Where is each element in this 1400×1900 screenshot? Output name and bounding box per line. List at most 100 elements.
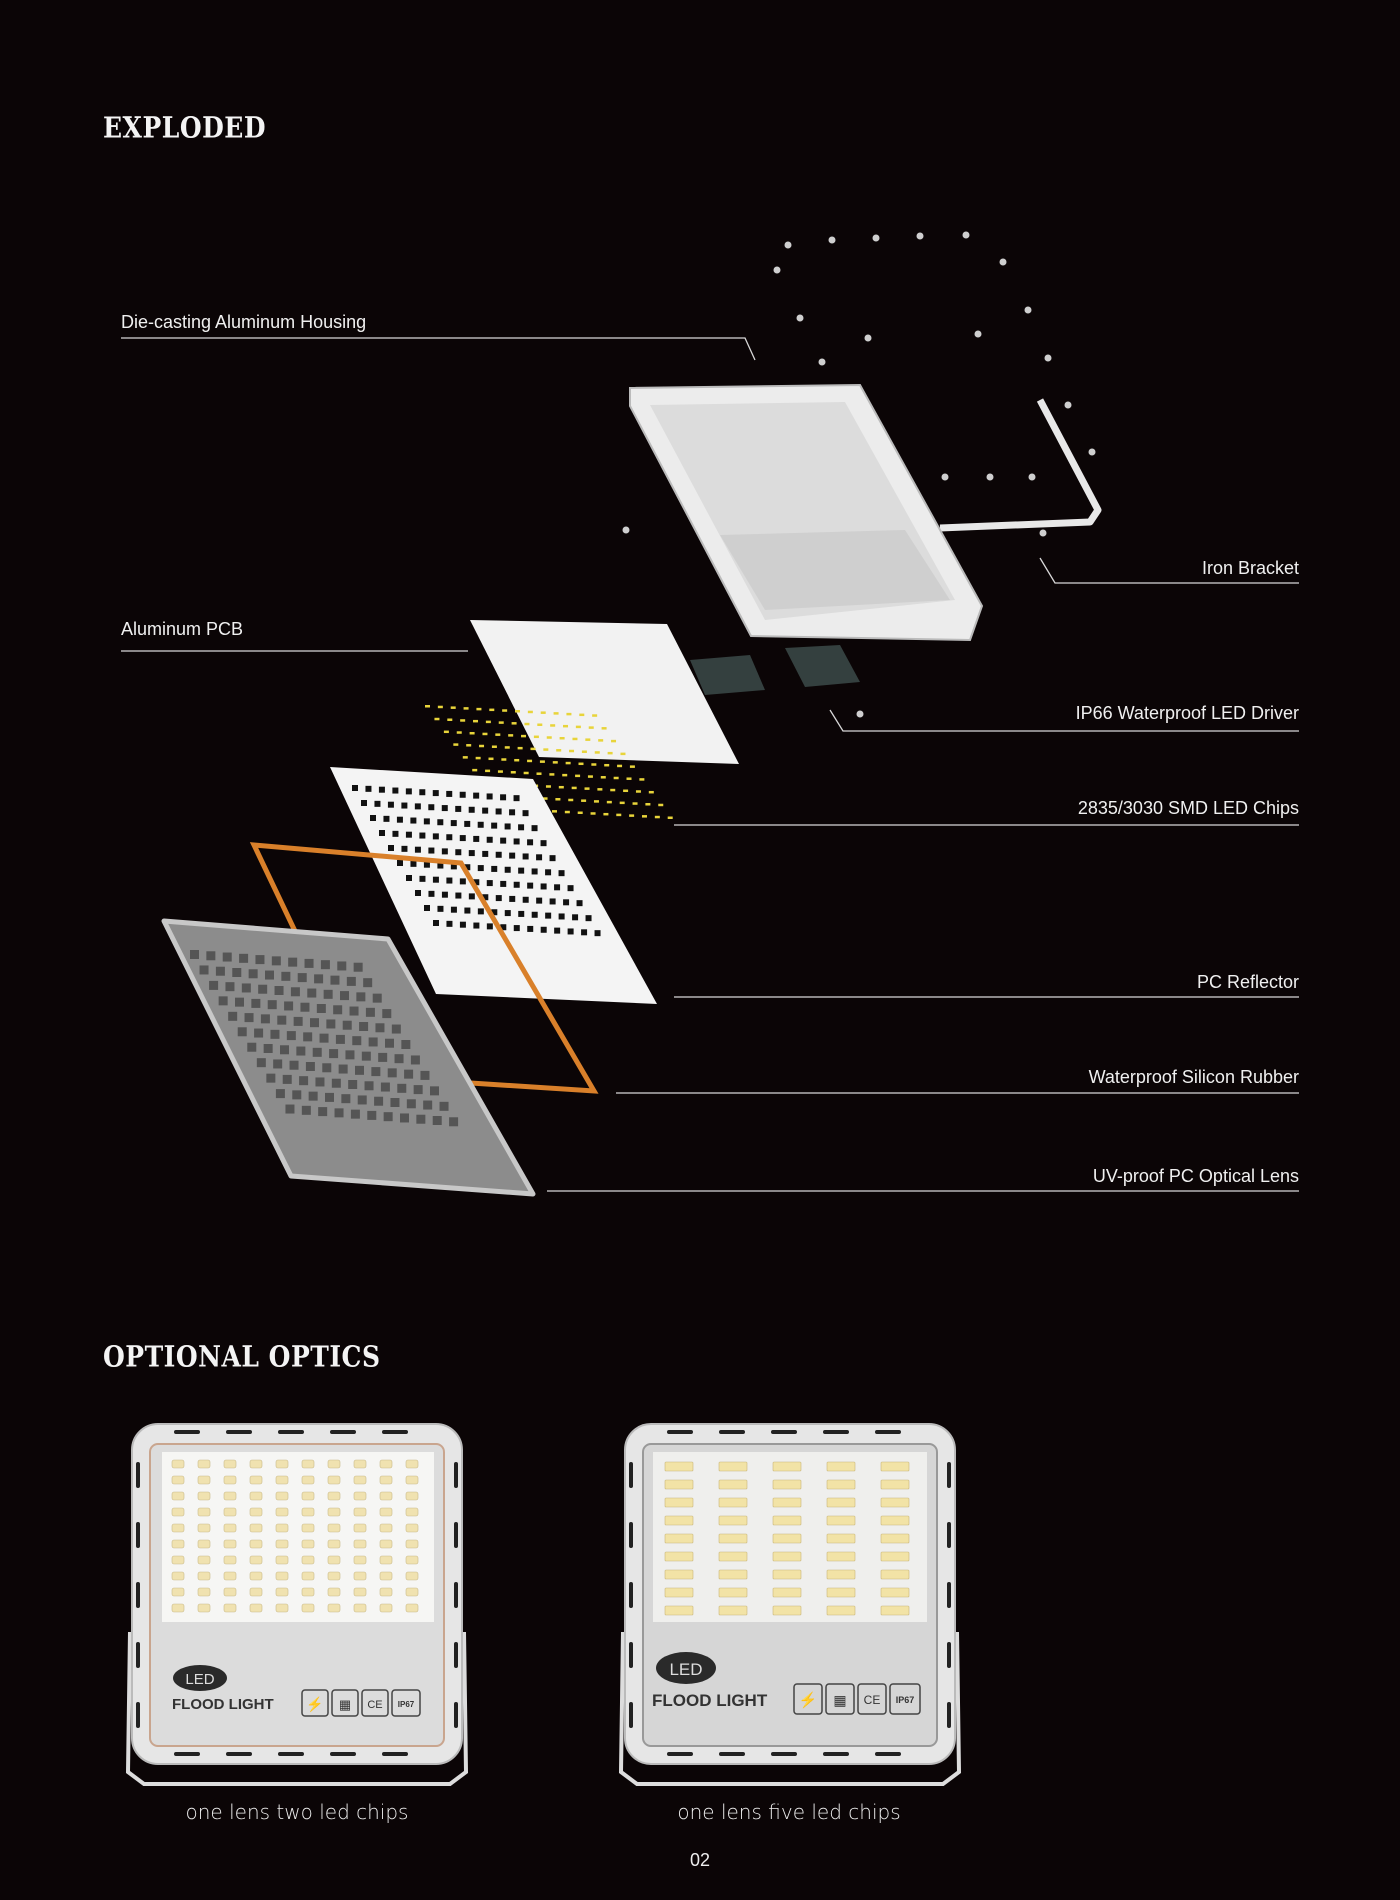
- lens-dome: [304, 958, 314, 968]
- led-chip: [249, 1539, 263, 1549]
- led-chip: [327, 1587, 341, 1597]
- lens-dome: [270, 1029, 280, 1039]
- led-strip: [718, 1533, 748, 1544]
- led-chip: [353, 1539, 367, 1549]
- reflector-hole: [446, 877, 453, 884]
- led-chip: [301, 1539, 315, 1549]
- lens-dome: [364, 1081, 374, 1091]
- reflector-hole: [540, 883, 547, 890]
- led-drivers: [690, 645, 860, 695]
- reflector-hole: [383, 815, 390, 822]
- led-chip: [327, 1539, 341, 1549]
- reflector-hole: [396, 816, 403, 823]
- lens-dome: [296, 1046, 306, 1056]
- led-chip: [275, 1555, 289, 1565]
- frame-slot: [771, 1430, 797, 1434]
- caption-two-chip: one lens two led chips: [185, 1800, 409, 1824]
- led-chip: [610, 788, 616, 792]
- led-chip: [575, 725, 581, 729]
- screw: [1044, 354, 1052, 362]
- lens-dome: [365, 1007, 375, 1017]
- led-chip: [301, 1603, 315, 1613]
- led-chip: [301, 1523, 315, 1533]
- screw: [818, 358, 826, 366]
- reflector-hole: [491, 865, 498, 872]
- reflector-hole: [410, 817, 417, 824]
- led-strip: [772, 1587, 802, 1598]
- led-chip: [590, 812, 596, 815]
- screw: [856, 710, 864, 718]
- led-chip: [405, 1571, 419, 1581]
- led-chip: [479, 744, 485, 748]
- led-chip: [249, 1459, 263, 1469]
- callout-pcb: Aluminum PCB: [121, 619, 244, 639]
- lens-dome: [355, 1065, 364, 1075]
- frame-slot: [454, 1582, 458, 1608]
- frame-slot: [823, 1430, 849, 1434]
- led-chip: [577, 811, 583, 815]
- led-chip: [600, 776, 606, 779]
- led-chip: [515, 710, 520, 713]
- lens-dome: [375, 1023, 385, 1033]
- reflector-hole: [401, 802, 408, 809]
- lens-dome: [297, 973, 307, 983]
- lens-dome: [345, 1050, 355, 1060]
- led-chip: [530, 747, 536, 751]
- lens-dome: [330, 975, 340, 985]
- led-chip: [223, 1587, 237, 1597]
- led-chip: [495, 733, 501, 736]
- led-chip: [171, 1491, 185, 1501]
- lens-dome: [265, 970, 274, 980]
- led-chip: [473, 719, 479, 723]
- lens-dome: [387, 1068, 397, 1078]
- ce-mark: CE: [864, 1693, 881, 1707]
- led-chip: [569, 749, 575, 753]
- reflector-hole: [378, 786, 385, 793]
- led-chip: [667, 816, 673, 820]
- frame-slot: [771, 1752, 797, 1756]
- led-chip: [171, 1555, 185, 1565]
- led-chip: [197, 1507, 211, 1517]
- lens-dome: [293, 1016, 303, 1026]
- led-chip: [540, 711, 546, 714]
- reflector-hole: [477, 865, 484, 872]
- reflector-hole: [486, 880, 493, 887]
- frame-slot: [278, 1752, 304, 1756]
- logo-led: LED: [669, 1660, 702, 1679]
- reflector-hole: [486, 836, 493, 843]
- lens-dome: [244, 1013, 254, 1023]
- lens-dome: [316, 1004, 326, 1013]
- led-strip: [772, 1551, 802, 1562]
- lens-dome: [248, 969, 258, 979]
- led-chip: [223, 1475, 237, 1485]
- led-chip: [171, 1459, 185, 1469]
- led-chip: [405, 1523, 419, 1533]
- led-chip: [555, 798, 561, 801]
- led-chip: [617, 764, 623, 768]
- led-chip: [327, 1491, 341, 1501]
- reflector-hole: [464, 864, 471, 871]
- led-chip: [543, 748, 549, 751]
- led-chip: [301, 1459, 315, 1469]
- led-chip: [545, 785, 551, 788]
- led-chip: [550, 724, 556, 727]
- callout-driver: IP66 Waterproof LED Driver: [1075, 703, 1299, 723]
- reflector-hole: [455, 849, 462, 856]
- lens-dome: [401, 1040, 411, 1049]
- led-chip: [379, 1507, 393, 1517]
- reflector-hole: [419, 832, 426, 839]
- reflector-hole: [482, 807, 489, 814]
- led-chip: [559, 736, 565, 740]
- lens-dome: [326, 1019, 336, 1029]
- lens-dome: [292, 1090, 302, 1100]
- frame-slot: [136, 1702, 140, 1728]
- reflector-hole: [531, 911, 538, 918]
- led-chip: [171, 1539, 185, 1549]
- led-chip: [611, 739, 617, 743]
- reflector-hole: [352, 785, 358, 791]
- led-strip: [826, 1533, 856, 1544]
- led-chip: [301, 1587, 315, 1597]
- frame-slot: [136, 1522, 140, 1548]
- led-strip: [718, 1569, 748, 1580]
- led-strip: [664, 1605, 694, 1616]
